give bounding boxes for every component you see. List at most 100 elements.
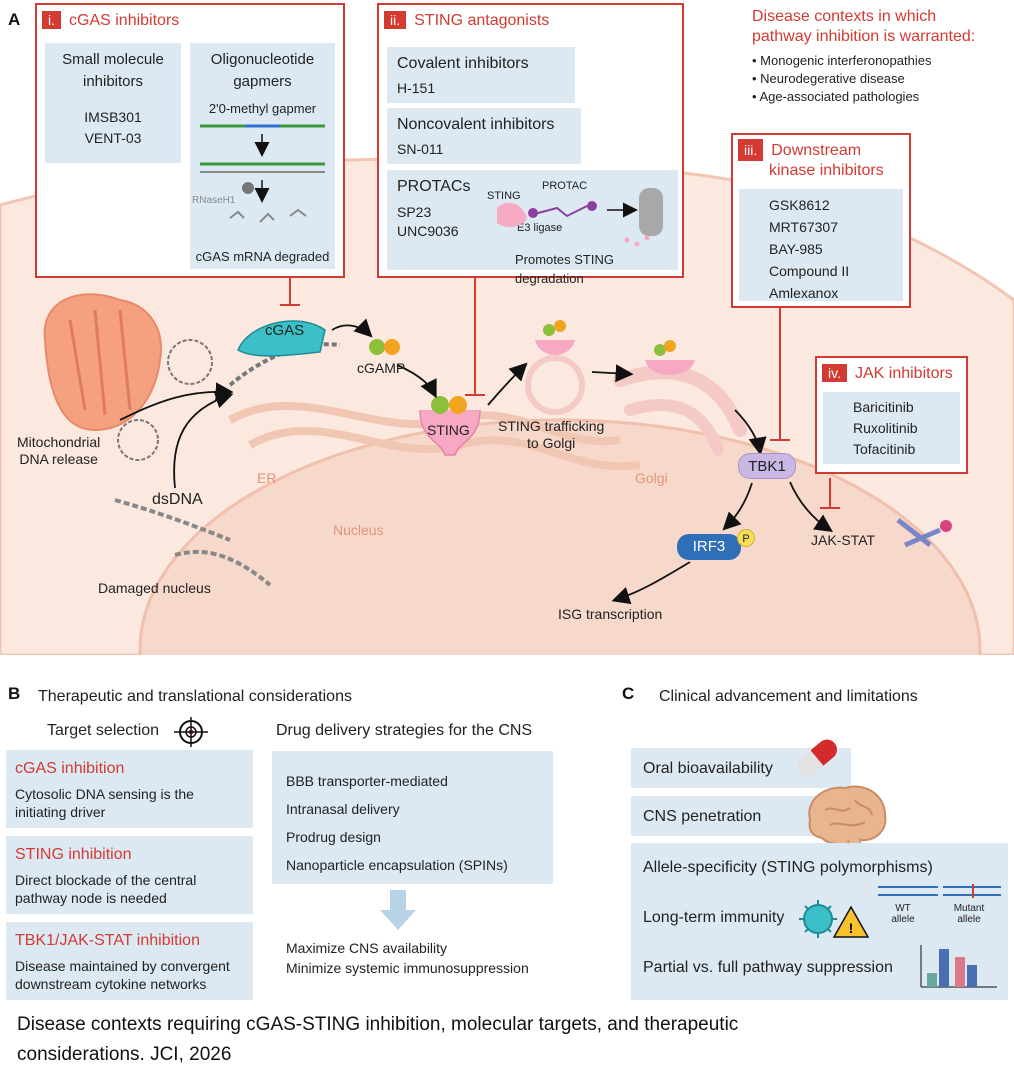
target-line: Cytosolic DNA sensing is the (15, 786, 194, 802)
panel-a: A i. cGAS inhibitors Small molecule inhib… (0, 0, 1014, 655)
kinase-inhibitors-title-line1: Downstream (771, 142, 862, 159)
drug-delivery-box: BBB transporter-mediated Intranasal deli… (272, 751, 553, 884)
protac-label: PROTAC (542, 180, 588, 192)
mutant-allele-label: Mutant allele (946, 903, 992, 925)
suppression-bars-icon (920, 945, 997, 988)
sting-label: STING (427, 422, 470, 438)
panel-c-letter: C (622, 684, 635, 703)
disease-contexts-list: Monogenic interferonopathies Neurodegera… (752, 52, 931, 106)
kinase-inhibitor-item: BAY-985 (769, 241, 823, 257)
jak-receptor (896, 518, 941, 548)
inhibit-tbk1 (770, 308, 790, 441)
outcome-line1: Maximize CNS availability (286, 940, 448, 956)
mutant-line2: allele (957, 914, 981, 925)
jak-inhibitors-title: iv.JAK inhibitors (822, 364, 953, 383)
caption-line2: considerations. JCI, 2026 (17, 1044, 232, 1065)
jak-inhibitor-item: Tofacitinib (853, 441, 916, 457)
sting-antagonists-num: ii. (384, 11, 407, 29)
protacs-item: SP23 (397, 204, 432, 220)
kinase-inhibitors-num: iii. (738, 139, 764, 161)
suppression-bar (927, 973, 937, 987)
cgamp-molecule (369, 339, 385, 355)
covalent-heading: Covalent inhibitors (397, 55, 529, 72)
kinase-inhibitors-list: GSK8612 MRT67307 BAY-985 Compound II Aml… (739, 189, 903, 301)
jak-inhibitor-item: Baricitinib (853, 399, 914, 415)
noncovalent-inhibitors-box: Noncovalent inhibitors SN-011 (387, 108, 581, 164)
target-selection-heading: Target selection (47, 722, 160, 739)
kinase-inhibitors-box: iii. Downstream kinase inhibitors GSK8612… (731, 133, 911, 308)
pill-capsule-icon (797, 739, 837, 777)
disease-context-item: Age-associated pathologies (752, 88, 931, 106)
small-molecule-item: VENT-03 (84, 130, 142, 146)
kinase-inhibitor-item: Compound II (769, 263, 850, 279)
disease-contexts-title: Disease contexts in which pathway inhibi… (752, 7, 975, 47)
sting-inhibition-card: STING inhibition Direct blockade of the … (6, 836, 253, 914)
cgas-label: cGAS (265, 322, 305, 339)
jak-inhibitors-list: Baricitinib Ruxolitinib Tofacitinib (823, 392, 960, 464)
panel-a-letter: A (8, 10, 21, 29)
sting-trafficking-line2: to Golgi (527, 435, 576, 451)
tbk1-node: TBK1 (738, 453, 796, 479)
rnaseh1-label: RNaseH1 (192, 195, 236, 206)
small-molecule-heading: Small molecule inhibitors (62, 51, 164, 90)
cgas-enzyme (237, 320, 326, 357)
protac-diagram (497, 188, 663, 247)
phosphate-marker: P (737, 529, 755, 547)
damaged-nucleus-label: Damaged nucleus (98, 580, 211, 596)
small-molecule-item: IMSB301 (84, 109, 142, 125)
noncovalent-heading: Noncovalent inhibitors (397, 116, 555, 133)
oligonucleotide-heading: Oligonucleotide gapmers (210, 51, 315, 90)
disease-context-item: Neurodegerative disease (752, 70, 931, 88)
target-line: downstream cytokine networks (15, 976, 207, 992)
disease-context-item: Monogenic interferonopathies (752, 52, 931, 70)
suppression-bar (967, 965, 977, 987)
svg-text:!: ! (849, 920, 854, 936)
suppression-bar (955, 957, 965, 987)
disease-contexts-title-line1: Disease contexts in which (752, 8, 937, 25)
partial-suppression-label: Partial vs. full pathway suppression (643, 959, 893, 976)
jak-inhibitors-title-text: JAK inhibitors (854, 365, 953, 382)
allele-strands (878, 884, 1001, 898)
gapmer-label: 2'0-methyl gapmer (208, 101, 317, 116)
wt-allele-label: WT allele (883, 903, 923, 925)
tbk1-jak-stat-inhibition-card: TBK1/JAK-STAT inhibition Disease maintai… (6, 922, 253, 1000)
oligonucleotide-box: Oligonucleotide gapmers 2'0-methyl gapme… (190, 43, 335, 269)
covalent-inhibitors-box: Covalent inhibitors H-151 (387, 47, 575, 103)
sting-antagonists-title: ii.STING antagonists (384, 11, 549, 30)
golgi-label: Golgi (635, 470, 668, 486)
sting-antagonists-box: ii.STING antagonists Covalent inhibitors… (377, 3, 684, 286)
mitochondrial-release-label: Mitochondrial DNA release (17, 434, 100, 468)
cns-penetration-box: CNS penetration (631, 796, 835, 836)
kinase-inhibitor-item: GSK8612 (769, 197, 830, 213)
target-title: STING inhibition (15, 846, 132, 863)
cgas-inhibitors-box: i. cGAS inhibitors Small molecule inhibit… (35, 3, 345, 278)
long-term-immunity-label: Long-term immunity (643, 909, 785, 926)
virus-warning-icon: ! (799, 900, 870, 938)
protacs-heading: PROTACs (397, 178, 471, 195)
allele-specificity-label: Allele-specificity (STING polymorphisms) (643, 859, 933, 876)
cgas-inhibition-card: cGAS inhibition Cytosolic DNA sensing is… (6, 750, 253, 828)
wt-line2: allele (891, 914, 915, 925)
rnaseh1-icon (242, 182, 254, 194)
inhibit-cgas (280, 278, 300, 306)
isg-transcription-label: ISG transcription (558, 606, 663, 622)
jak-inhibitor-item: Ruxolitinib (853, 420, 918, 436)
cgas-inhibitors-num: i. (42, 11, 61, 29)
delivery-item: Nanoparticle encapsulation (SPINs) (286, 857, 508, 873)
dsdna-strand (114, 498, 231, 542)
sting-receptor (419, 409, 481, 456)
disease-contexts-title-line2: pathway inhibition is warranted: (752, 28, 976, 45)
drug-delivery-heading: Drug delivery strategies for the CNS (276, 722, 533, 739)
mutant-line1: Mutant (953, 903, 985, 914)
cgas-inhibitors-title-text: cGAS inhibitors (69, 12, 180, 29)
noncovalent-item: SN-011 (397, 141, 444, 157)
kinase-inhibitors-title-line2: kinase inhibitors (769, 162, 884, 179)
target-title: cGAS inhibition (15, 760, 125, 777)
target-line: Direct blockade of the central (15, 872, 197, 888)
target-icon (174, 717, 208, 747)
jak-inhibitors-box: iv.JAK inhibitors Baricitinib Ruxolitini… (815, 356, 968, 474)
mito-line1: Mitochondrial (17, 434, 101, 450)
cgamp-label: cGAMP (357, 360, 406, 376)
er-label: ER (257, 470, 277, 486)
delivery-item: Intranasal delivery (286, 801, 400, 817)
